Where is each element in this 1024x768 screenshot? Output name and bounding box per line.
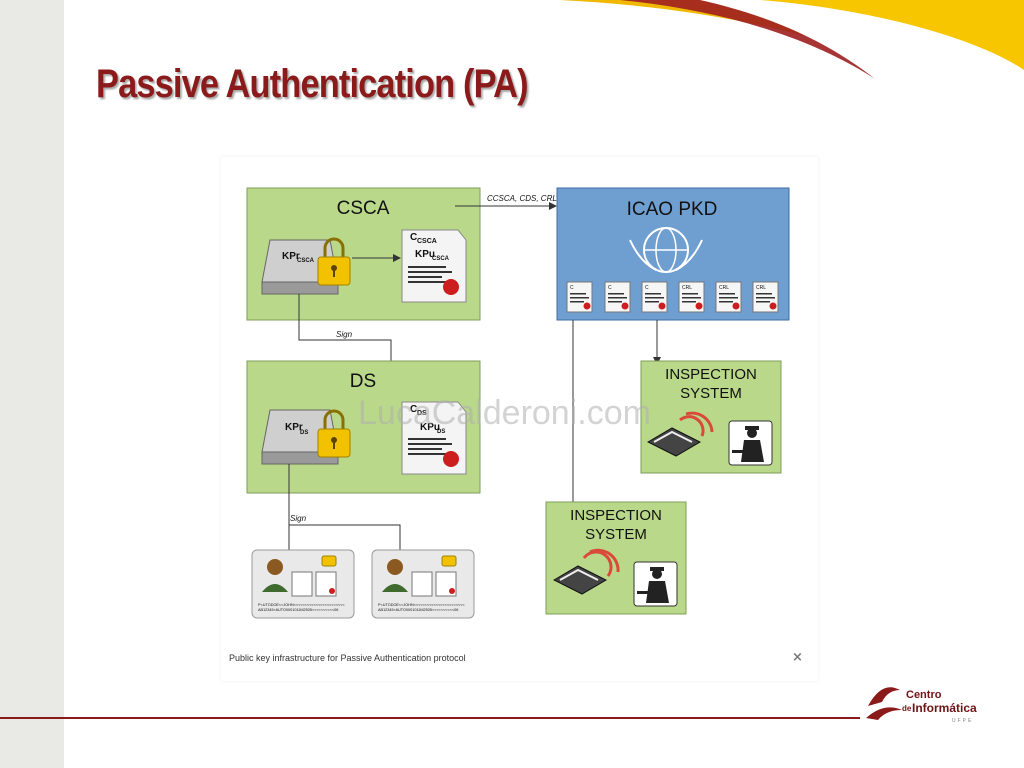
ds-sign-label: Sign [290, 514, 307, 523]
csca-cert-label: C [410, 232, 417, 243]
chip-icon [441, 555, 457, 567]
reader-device-icon [646, 411, 714, 457]
svg-text:Centro: Centro [906, 689, 942, 701]
slide-title: Passive Authentication (PA) [96, 62, 529, 106]
passport-1-mrz-1: P<UTODOE<<JOHN<<<<<<<<<<<<<<<<<<<<<<< [258, 603, 345, 607]
person-icon [262, 559, 288, 592]
csca-cert-key: KPu [415, 249, 435, 260]
publish-arrow-label: CCSCA, CDS, CRL [487, 194, 557, 203]
centro-informatica-logo: Centro de Informática UFPE [866, 687, 977, 724]
svg-text:INSPECTION: INSPECTION [665, 366, 757, 383]
reader-device-icon [552, 548, 620, 595]
csca-private-key-sub: CSCA [297, 258, 315, 264]
inspection-system-1-box: INSPECTION SYSTEM [640, 360, 782, 474]
inspection-system-2-box: INSPECTION SYSTEM [545, 501, 687, 615]
svg-text:SYSTEM: SYSTEM [585, 526, 647, 543]
figure-caption: Public key infrastructure for Passive Au… [229, 653, 466, 663]
chip-icon [321, 555, 337, 567]
svg-text:C: C [570, 285, 574, 291]
svg-text:Informática: Informática [912, 701, 977, 715]
lock-icon [317, 237, 351, 286]
csca-cert-key-sub: CSCA [432, 256, 450, 262]
lock-icon [317, 409, 351, 458]
ds-box: DS KPr DS C DS KPu DS [246, 360, 481, 494]
ds-cert-key-sub: DS [437, 429, 445, 435]
svg-text:CRL: CRL [756, 285, 766, 291]
close-icon[interactable]: × [792, 650, 803, 665]
passport-card-1: P<UTODOE<<JOHN<<<<<<<<<<<<<<<<<<<<<<< AB… [251, 549, 355, 619]
svg-text:C: C [645, 285, 649, 291]
svg-text:INSPECTION: INSPECTION [570, 507, 662, 524]
person-icon [382, 559, 408, 592]
passport-2-mrz-2: AB12345<6UTO0001011M2505<<<<<<<<<<06 [378, 608, 458, 612]
passport-2-mrz-1: P<UTODOE<<JOHN<<<<<<<<<<<<<<<<<<<<<<< [378, 603, 465, 607]
icao-emblem-icon [629, 227, 703, 273]
svg-text:CRL: CRL [682, 285, 692, 291]
ds-cert-label: C [410, 404, 417, 415]
pkd-doc-3: CRL [678, 281, 705, 313]
csca-certificate-icon: C CSCA KPu CSCA [401, 229, 467, 303]
footer-divider [0, 717, 860, 719]
svg-text:UFPE: UFPE [952, 718, 973, 724]
passport-1-mrz-2: AB12345<6UTO0001011M2505<<<<<<<<<<06 [258, 608, 338, 612]
csca-cert-sub: CSCA [417, 238, 437, 245]
svg-text:CRL: CRL [719, 285, 729, 291]
csca-box: CSCA KPr CSCA C CSCA KPu CSCA [246, 187, 481, 321]
watermark: LucaCalderoni.com [358, 394, 651, 432]
svg-text:SYSTEM: SYSTEM [680, 385, 742, 402]
ds-cert-sub: DS [417, 410, 427, 417]
pkd-documents: C C C CRL [566, 281, 779, 313]
passport-card-2: P<UTODOE<<JOHN<<<<<<<<<<<<<<<<<<<<<<< AB… [371, 549, 475, 619]
ds-label: DS [350, 371, 376, 392]
pkd-doc-1: C [604, 281, 631, 313]
csca-private-key-label: KPr [282, 251, 300, 262]
pkd-doc-0: C [566, 281, 593, 313]
svg-text:de: de [902, 704, 912, 713]
slide-left-strip [0, 0, 64, 768]
ds-private-key-label: KPr [285, 422, 303, 433]
ds-cert-key: KPu [420, 422, 440, 433]
csca-sign-label: Sign [336, 330, 353, 339]
pkd-doc-5: CRL [752, 281, 779, 313]
ds-private-key-sub: DS [300, 430, 308, 436]
icao-pkd-label: ICAO PKD [627, 199, 718, 220]
svg-text:C: C [608, 285, 612, 291]
icao-pkd-box: ICAO PKD C C C [556, 187, 790, 321]
csca-label: CSCA [337, 198, 390, 219]
pkd-doc-4: CRL [715, 281, 742, 313]
officer-icon [633, 561, 678, 607]
ds-certificate-icon: C DS KPu DS [401, 401, 467, 475]
officer-icon [728, 420, 773, 466]
pkd-doc-2: C [641, 281, 668, 313]
